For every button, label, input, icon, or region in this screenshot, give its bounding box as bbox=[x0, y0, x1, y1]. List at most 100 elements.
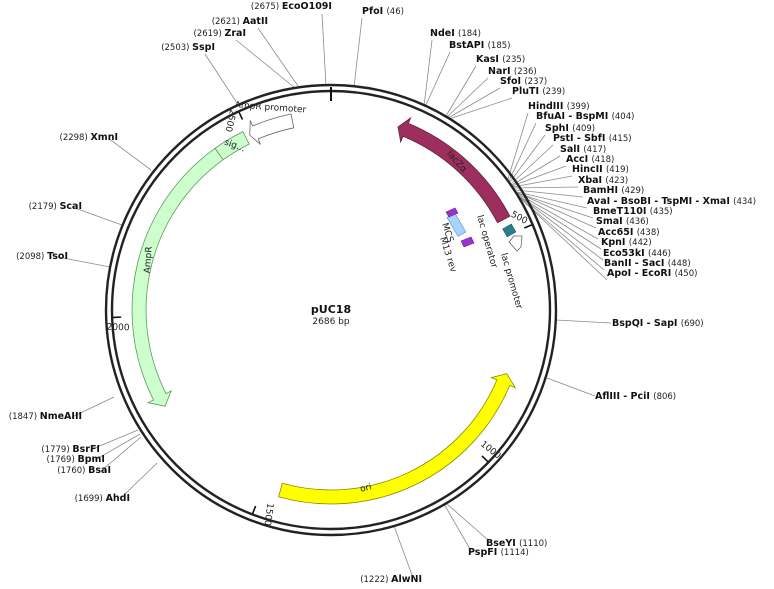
feature-m13rev-arrow-bottom[interactable] bbox=[460, 236, 475, 248]
site-name: NmeAIII bbox=[40, 411, 82, 422]
site-position: (2298) bbox=[60, 133, 91, 143]
feature-lacza-arrow[interactable] bbox=[397, 116, 511, 224]
site-name: BamHI bbox=[583, 185, 621, 196]
site-position: (446) bbox=[648, 249, 671, 259]
feature-ampr-arrow[interactable] bbox=[131, 147, 224, 407]
site-bsrfi[interactable]: (1779) BsrFI bbox=[41, 444, 100, 455]
site-scai[interactable]: (2179) ScaI bbox=[29, 201, 82, 212]
site-zrai[interactable]: (2619) ZraI bbox=[194, 28, 247, 39]
site-xbai[interactable]: XbaI (423) bbox=[578, 175, 628, 186]
leader-nari bbox=[446, 77, 489, 118]
site-ndei[interactable]: NdeI (184) bbox=[430, 28, 481, 39]
tick-mark-2500 bbox=[238, 111, 244, 120]
site-pspfi[interactable]: PspFI (1114) bbox=[468, 547, 529, 558]
site-kasi[interactable]: KasI (235) bbox=[476, 54, 525, 65]
site-name: BspQI - SapI bbox=[612, 318, 681, 329]
site-name: PluTI bbox=[512, 86, 542, 97]
site-bfuai-bspmi[interactable]: BfuAI - BspMI (404) bbox=[536, 111, 634, 122]
site-position: (236) bbox=[514, 67, 537, 77]
site-position: (1847) bbox=[9, 412, 40, 422]
site-bspqi-sapi[interactable]: BspQI - SapI (690) bbox=[612, 318, 704, 329]
site-position: (1114) bbox=[501, 548, 529, 558]
leader-zrai bbox=[235, 39, 296, 89]
site-smai[interactable]: SmaI (436) bbox=[596, 216, 649, 227]
site-position: (2675) bbox=[251, 2, 282, 12]
feature-ori-arrow[interactable] bbox=[278, 373, 517, 505]
site-ecoo109i[interactable]: (2675) EcoO109I bbox=[251, 1, 332, 12]
site-name: PstI - SbfI bbox=[553, 133, 609, 144]
site-position: (438) bbox=[637, 228, 660, 238]
site-position: (1779) bbox=[41, 445, 72, 455]
site-alwni[interactable]: (1222) AlwNI bbox=[360, 574, 422, 585]
site-position: (409) bbox=[572, 124, 595, 134]
site-position: (423) bbox=[605, 176, 628, 186]
site-position: (1760) bbox=[57, 466, 88, 476]
tick-mark-1500 bbox=[251, 505, 257, 514]
site-name: AccI bbox=[566, 154, 591, 165]
site-bseyi[interactable]: BseYI (1110) bbox=[486, 538, 547, 549]
site-pluti[interactable]: PluTI (239) bbox=[512, 86, 565, 97]
site-name: SphI bbox=[545, 123, 572, 134]
site-name: AvaI - BsoBI - TspMI - XmaI bbox=[587, 196, 733, 207]
site-xmni[interactable]: (2298) XmnI bbox=[60, 132, 119, 143]
feature-m13rev-arrow-top[interactable] bbox=[445, 207, 459, 218]
site-position: (239) bbox=[542, 87, 565, 97]
leader-sali bbox=[511, 155, 561, 186]
site-position: (1222) bbox=[360, 575, 391, 585]
site-sspi[interactable]: (2503) SspI bbox=[161, 42, 215, 53]
site-afliii-pcii[interactable]: AflIII - PciI (806) bbox=[595, 391, 676, 402]
site-aatii[interactable]: (2621) AatII bbox=[212, 16, 268, 27]
site-sphi[interactable]: SphI (409) bbox=[545, 123, 595, 134]
site-name: PspFI bbox=[468, 547, 501, 558]
site-bsai[interactable]: (1760) BsaI bbox=[57, 465, 111, 476]
site-pfoi[interactable]: PfoI (46) bbox=[362, 6, 404, 17]
site-name: AhdI bbox=[106, 493, 130, 504]
tick-mark-1000 bbox=[481, 455, 489, 463]
feature-lac-promoter-arrow[interactable] bbox=[508, 235, 523, 252]
leader-pluti bbox=[448, 97, 513, 120]
site-sali[interactable]: SalI (417) bbox=[560, 144, 606, 155]
tick-mark-500 bbox=[524, 224, 533, 229]
leader-hincii bbox=[512, 175, 573, 188]
site-name: AlwNI bbox=[391, 574, 422, 585]
site-name: SfoI bbox=[500, 76, 524, 87]
leader-ahdi bbox=[119, 462, 158, 500]
site-kpni[interactable]: KpnI (442) bbox=[601, 237, 652, 248]
site-sfoi[interactable]: SfoI (237) bbox=[500, 76, 547, 87]
site-position: (235) bbox=[502, 55, 525, 65]
site-bstapi[interactable]: BstAPI (185) bbox=[449, 40, 510, 51]
site-name: ScaI bbox=[60, 201, 82, 212]
site-name: BanII - SacI bbox=[604, 258, 668, 269]
site-acci[interactable]: AccI (418) bbox=[566, 154, 614, 165]
feature-sig-box[interactable] bbox=[214, 131, 250, 161]
site-acc65i[interactable]: Acc65I (438) bbox=[598, 227, 660, 238]
tick-label-1500: 1500 bbox=[261, 502, 274, 526]
leader-psti-sbfi bbox=[510, 144, 554, 185]
feature-lac-operator-box[interactable] bbox=[502, 223, 517, 238]
site-apoi-ecori[interactable]: ApoI - EcoRI (450) bbox=[607, 268, 697, 279]
site-bamhi[interactable]: BamHI (429) bbox=[583, 185, 644, 196]
site-eco53ki[interactable]: Eco53kI (446) bbox=[603, 248, 671, 259]
site-hincii[interactable]: HincII (419) bbox=[572, 164, 629, 175]
leader-bfuai-bspmi bbox=[508, 122, 537, 182]
site-nmeaiii[interactable]: (1847) NmeAIII bbox=[9, 411, 82, 422]
site-nari[interactable]: NarI (236) bbox=[488, 66, 537, 77]
site-name: HincII bbox=[572, 164, 606, 175]
feature-ampr-promoter-arrow[interactable] bbox=[249, 113, 295, 145]
site-tsoi[interactable]: (2098) TsoI bbox=[16, 251, 68, 262]
leader-sphi bbox=[509, 134, 546, 183]
site-position: (2098) bbox=[16, 252, 47, 262]
site-name: BmeT110I bbox=[593, 206, 650, 217]
site-hindiii[interactable]: HindIII (399) bbox=[528, 101, 590, 112]
site-bpmi[interactable]: (1769) BpmI bbox=[47, 454, 105, 465]
site-bmet110i[interactable]: BmeT110I (435) bbox=[593, 206, 673, 217]
site-banii-saci[interactable]: BanII - SacI (448) bbox=[604, 258, 691, 269]
site-name: BpmI bbox=[77, 454, 104, 465]
site-position: (1699) bbox=[75, 494, 106, 504]
site-position: (237) bbox=[524, 77, 547, 87]
leader-apoi-ecori bbox=[520, 198, 608, 281]
site-psti-sbfi[interactable]: PstI - SbfI (415) bbox=[553, 133, 632, 144]
leader-sfoi bbox=[447, 87, 501, 119]
site-avai-bsobi-tspmi-xmai[interactable]: AvaI - BsoBI - TspMI - XmaI (434) bbox=[587, 196, 756, 207]
site-ahdi[interactable]: (1699) AhdI bbox=[75, 493, 130, 504]
